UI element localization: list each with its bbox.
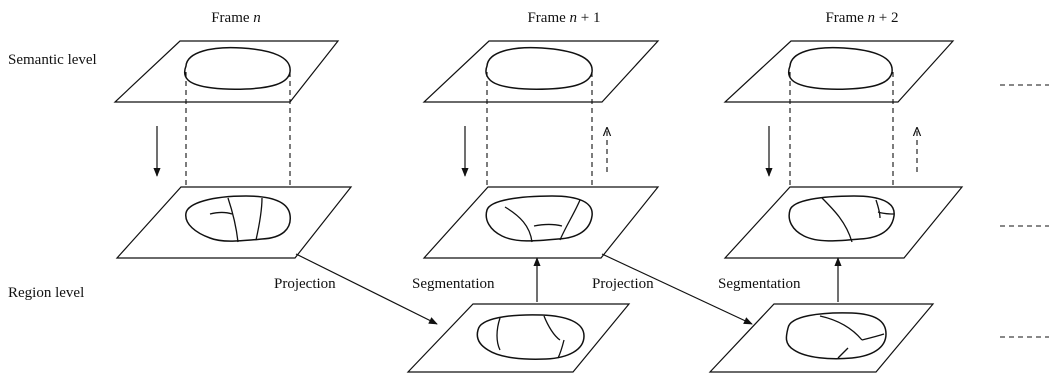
projection-label-1: Projection <box>274 276 336 292</box>
projected-object-1 <box>476 314 585 360</box>
region-divider-frame-n1-1 <box>504 206 533 243</box>
projected-object-2 <box>785 312 887 360</box>
region-divider-frame-n1-3 <box>533 223 563 227</box>
region-divider-frame-n2-2 <box>875 199 881 219</box>
frame-title-n-plus-1: Frame n + 1 <box>527 10 600 26</box>
frame-title-n: Frame n <box>211 10 261 26</box>
region-divider-frame-n-3 <box>209 211 233 215</box>
semantic-object-frame-n2 <box>787 46 893 90</box>
projected-divider-2c <box>837 347 849 359</box>
region-divider-frame-n2-1 <box>821 197 853 243</box>
projection-arrow-1 <box>295 253 438 325</box>
projected-divider-1a <box>496 317 501 351</box>
projected-divider-1c <box>557 339 565 359</box>
semantic-object-frame-n <box>183 46 291 90</box>
region-divider-frame-n-1 <box>227 197 239 243</box>
segmentation-label-1: Segmentation <box>412 276 495 292</box>
projected-divider-2b <box>861 333 885 341</box>
region-object-frame-n2 <box>788 195 895 242</box>
projection-arrow-2 <box>601 253 753 325</box>
frame-title-n-plus-2: Frame n + 2 <box>825 10 898 26</box>
region-divider-frame-n-2 <box>255 197 263 241</box>
semantic-level-label: Semantic level <box>8 52 97 68</box>
region-divider-frame-n2-3 <box>877 211 895 215</box>
semantic-object-frame-n1 <box>485 46 593 90</box>
projected-divider-2a <box>819 315 863 341</box>
projection-label-2: Projection <box>592 276 654 292</box>
region-divider-frame-n1-2 <box>559 199 581 241</box>
region-object-frame-n1 <box>485 195 593 242</box>
region-level-label: Region level <box>8 285 84 301</box>
segmentation-label-2: Segmentation <box>718 276 801 292</box>
region-object-frame-n <box>185 195 291 242</box>
projected-divider-1b <box>543 315 561 341</box>
